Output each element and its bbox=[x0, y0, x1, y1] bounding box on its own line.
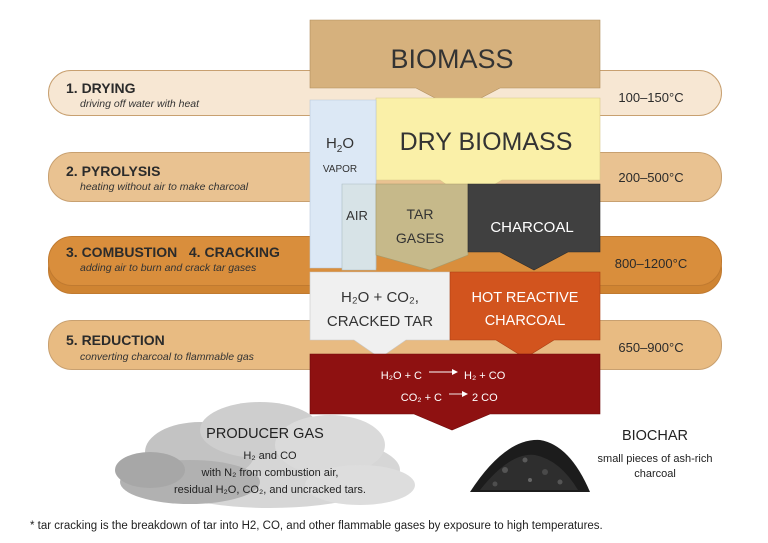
stage-desc-drying: driving off water with heat bbox=[80, 98, 200, 110]
temp-reduction: 650–900°C bbox=[618, 340, 684, 355]
tar-label-2: GASES bbox=[396, 230, 444, 246]
vapor-h2o-label: H2O bbox=[326, 135, 354, 155]
stage-title-combustion-cracking: 3. COMBUSTION 4. CRACKING bbox=[66, 244, 280, 260]
reaction-1-left: H₂O + C bbox=[381, 370, 422, 382]
biochar-desc: small pieces of ash-rich charcoal bbox=[597, 453, 713, 480]
reaction-2-right: 2 CO bbox=[472, 392, 498, 404]
biochar-title: BIOCHAR bbox=[621, 428, 689, 444]
producer-gas-title: PRODUCER GAS bbox=[206, 426, 324, 442]
producer-gas-line-1: H₂ and CO bbox=[243, 450, 297, 462]
stage-desc-combustion: adding air to burn and crack tar gases bbox=[80, 262, 257, 274]
hot-label-2: CHARCOAL bbox=[485, 313, 566, 329]
reaction-2-left: CO₂ + C bbox=[401, 392, 442, 404]
charcoal-label: CHARCOAL bbox=[490, 219, 573, 236]
producer-gas-cloud-icon bbox=[115, 402, 415, 508]
mix-label-2: CRACKED TAR bbox=[327, 313, 433, 330]
air-box bbox=[341, 183, 377, 271]
producer-gas-line-3: residual H₂O, CO₂, and uncracked tars. bbox=[174, 484, 366, 496]
dry-biomass-label: DRY BIOMASS bbox=[400, 128, 573, 156]
reaction-1-right: H₂ + CO bbox=[464, 370, 506, 382]
stage-title-reduction: 5. REDUCTION bbox=[66, 332, 165, 348]
mix-label-1: H₂O + CO₂, bbox=[341, 289, 419, 306]
tar-gases-box bbox=[375, 183, 469, 271]
temp-drying: 100–150°C bbox=[618, 90, 684, 105]
biomass-label: BIOMASS bbox=[390, 44, 513, 74]
reduction-box bbox=[309, 353, 601, 431]
stage-title-pyrolysis: 2. PYROLYSIS bbox=[66, 163, 161, 179]
reaction-1-arrowhead bbox=[452, 369, 458, 375]
reaction-2-arrowhead bbox=[462, 391, 468, 397]
footnote: * tar cracking is the breakdown of tar i… bbox=[30, 520, 603, 532]
temp-combustion: 800–1200°C bbox=[614, 256, 688, 271]
hot-charcoal-box bbox=[449, 271, 601, 359]
temp-pyrolysis: 200–500°C bbox=[618, 170, 684, 185]
tar-label-1: TAR bbox=[407, 206, 434, 222]
hot-label-1: HOT REACTIVE bbox=[472, 290, 579, 306]
stage-title-drying: 1. DRYING bbox=[66, 80, 136, 96]
stage-desc-reduction: converting charcoal to flammable gas bbox=[80, 351, 254, 363]
air-label: AIR bbox=[346, 208, 368, 223]
biochar-pile-icon bbox=[470, 439, 590, 492]
producer-gas-line-2: with N₂ from combustion air, bbox=[201, 467, 339, 479]
stage-desc-pyrolysis: heating without air to make charcoal bbox=[80, 181, 249, 193]
charcoal-box bbox=[467, 183, 601, 271]
vapor-label: VAPOR bbox=[323, 164, 357, 175]
